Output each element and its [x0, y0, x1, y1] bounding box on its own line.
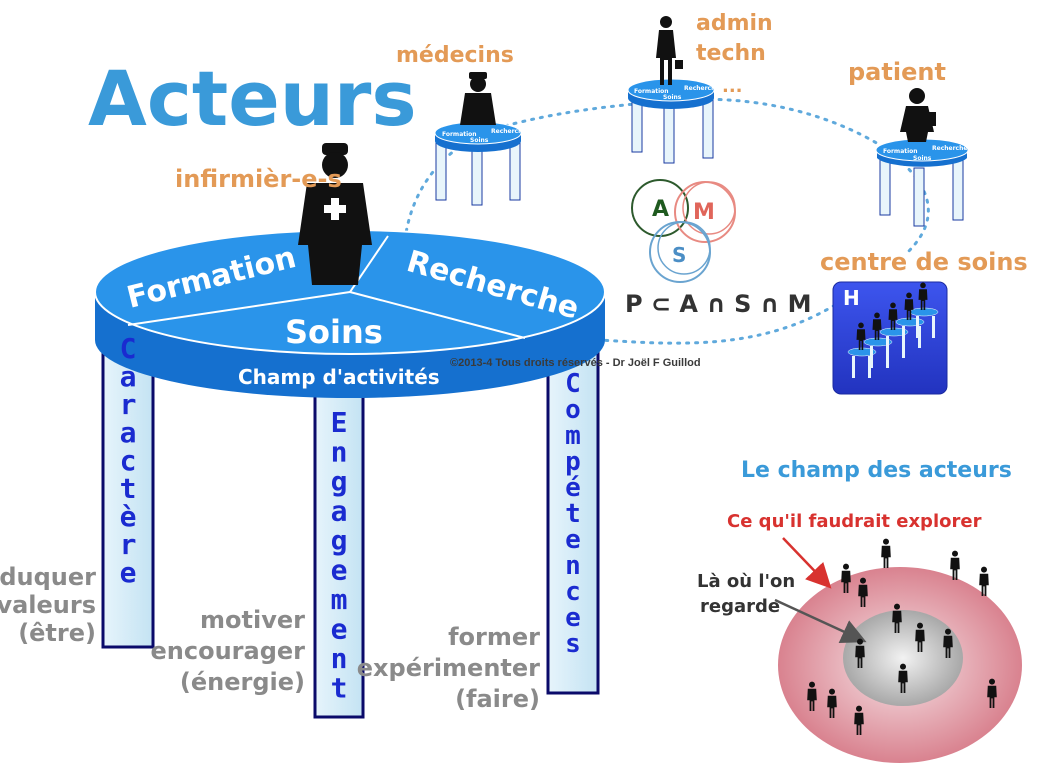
- copyright: ©2013-4 Tous droits réservés - Dr Joël F…: [450, 357, 701, 369]
- look-arrow: [774, 598, 867, 644]
- leg-letter: C: [120, 332, 137, 365]
- leg-letter: g: [331, 465, 348, 498]
- admin-table-formation: Formation: [634, 88, 669, 95]
- leg-letter: e: [331, 613, 348, 646]
- doctors-table-soins: Soins: [470, 137, 489, 144]
- leg-letter: c: [120, 444, 137, 477]
- admin-icon: [656, 16, 683, 85]
- leg-letter: t: [331, 672, 348, 705]
- leg-letter: e: [120, 556, 137, 589]
- venn-a: A: [652, 197, 669, 222]
- leg-letter: e: [331, 554, 348, 587]
- leg-letter: m: [331, 583, 348, 616]
- leg-letter: t: [120, 472, 137, 505]
- leg-letter: r: [120, 528, 137, 561]
- leg-letter: c: [565, 577, 581, 607]
- label-explore: Ce qu'il faudrait explorer: [727, 511, 982, 532]
- doctors-table-recherche: Recherche: [491, 128, 526, 135]
- desc-caractere: éduquer valeurs (être): [0, 563, 96, 647]
- label-patient: patient: [848, 58, 946, 86]
- desc-competences: former expérimenter (faire): [357, 623, 540, 713]
- main-table-top: [94, 229, 606, 398]
- desc-caractere-3: (être): [18, 619, 96, 647]
- field-title: Le champ des acteurs: [741, 458, 1012, 483]
- venn-diagram: [631, 179, 736, 283]
- desc-competences-3: (faire): [455, 685, 540, 713]
- leg-letter: a: [120, 416, 137, 449]
- leg-letter: é: [565, 473, 581, 503]
- label-care-center: centre de soins: [820, 248, 1028, 276]
- leg-letter: n: [331, 642, 348, 675]
- venn-s: S: [672, 243, 686, 267]
- label-look-1: Là où l'on: [697, 571, 795, 592]
- venn-formula: P ⊂ A ∩ S ∩ M: [625, 290, 812, 318]
- patient-table-soins: Soins: [913, 155, 932, 162]
- leg-letter: e: [565, 603, 581, 633]
- patient-icon: [900, 88, 936, 142]
- desc-caractere-1: éduquer: [0, 563, 96, 591]
- leg-letter: a: [120, 360, 137, 393]
- small-table-patient: Formation Recherche Soins: [875, 138, 969, 227]
- leg-letter: è: [120, 500, 137, 533]
- table-champ: Champ d'activités: [238, 365, 440, 389]
- care-center-panel: H: [832, 281, 948, 395]
- label-doctors: médecins: [396, 43, 514, 68]
- leg-letter: r: [120, 388, 137, 421]
- leg-letter: t: [565, 499, 581, 529]
- leg-letter: m: [565, 421, 581, 451]
- explore-arrow: [782, 537, 832, 589]
- leg-letter: o: [565, 395, 581, 425]
- patient-table-formation: Formation: [883, 148, 918, 155]
- leg-letter: a: [331, 495, 348, 528]
- leg-caractere: [101, 333, 155, 649]
- leg-letter: C: [565, 369, 581, 399]
- small-table-admin: Formation Recherche Soins: [627, 78, 719, 164]
- care-center-badge: H: [843, 286, 860, 310]
- admin-table-soins: Soins: [663, 94, 682, 101]
- patient-table-recherche: Recherche: [932, 145, 967, 152]
- leg-letter: s: [565, 629, 581, 659]
- label-admin-3: ...: [722, 76, 743, 97]
- small-table-doctors: Formation Recherche Soins: [434, 121, 526, 206]
- admin-table-recherche: Recherche: [684, 85, 719, 92]
- doctor-icon: [460, 72, 496, 125]
- table-soins: Soins: [285, 313, 383, 351]
- leg-letter: g: [331, 524, 348, 557]
- label-admin-1: admin: [696, 11, 773, 36]
- page-title: Acteurs: [88, 54, 417, 143]
- desc-caractere-2: valeurs: [0, 591, 96, 619]
- desc-competences-1: former: [448, 623, 540, 651]
- leg-letter: e: [565, 525, 581, 555]
- label-admin-2: techn: [696, 41, 766, 66]
- doctors-table-formation: Formation: [442, 131, 477, 138]
- leg-letter: p: [565, 447, 581, 477]
- leg-letter: n: [331, 436, 348, 469]
- nurse-icon: [298, 143, 372, 285]
- desc-engagement: motiver encourager (énergie): [151, 606, 306, 696]
- venn-m: M: [693, 200, 715, 225]
- field-inner: [843, 610, 963, 706]
- label-nurses: infirmièr-e-s: [175, 165, 342, 193]
- desc-engagement-2: encourager: [151, 637, 306, 665]
- leg-letter: n: [565, 551, 581, 581]
- desc-competences-2: expérimenter: [357, 654, 540, 682]
- desc-engagement-1: motiver: [200, 606, 305, 634]
- desc-engagement-3: (énergie): [180, 668, 305, 696]
- leg-letter: E: [331, 406, 348, 439]
- label-look-2: regarde: [700, 596, 780, 617]
